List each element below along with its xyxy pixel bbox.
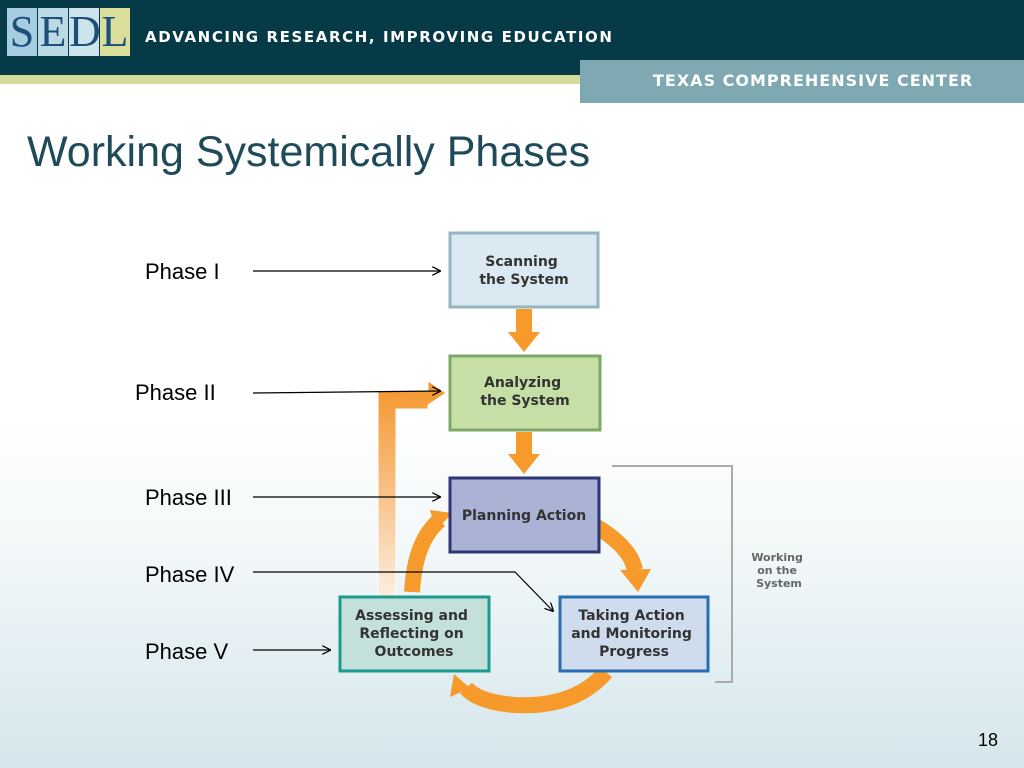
page-number: 18: [978, 730, 999, 750]
sedl-logo: S E D L: [7, 8, 131, 56]
taking-label-line-2: and Monitoring: [571, 626, 692, 642]
assessing-label-line-3: Outcomes: [375, 644, 454, 660]
scanning-label-line-1: Scanning: [485, 254, 558, 270]
down-arrow-scanning-analyzing: [508, 309, 540, 352]
phase-label-3: Phase III: [145, 485, 232, 510]
bracket-label-line-2: on the: [757, 564, 797, 577]
scanning-box-label: Scanning the System: [479, 254, 568, 288]
scanning-label-line-2: the System: [479, 272, 568, 288]
taking-action-box-label: Taking Action and Monitoring Progress: [571, 608, 697, 660]
cycle-arrow-planning-taking-head: [620, 569, 651, 592]
bracket-label-line-1: Working: [751, 551, 803, 564]
planning-label-line-1: Planning Action: [462, 508, 586, 524]
assessing-label-line-2: Reflecting on: [359, 626, 463, 642]
phase-label-2: Phase II: [135, 380, 216, 405]
planning-box-label: Planning Action: [462, 508, 586, 524]
analyzing-box-label: Analyzing the System: [480, 375, 569, 409]
center-name: TEXAS COMPREHENSIVE CENTER: [653, 71, 974, 90]
analyzing-label-line-2: the System: [480, 393, 569, 409]
assessing-box: [338, 595, 491, 673]
phase2-pointer-arrow: [252, 391, 440, 393]
working-on-system-bracket: [612, 465, 733, 683]
center-band: [580, 60, 1024, 103]
assessing-label-line-1: Assessing and: [355, 608, 468, 624]
phase-label-5: Phase V: [145, 639, 229, 664]
logo-letter-l: L: [100, 7, 130, 56]
taking-action-box: [558, 595, 710, 673]
cycle-arrow-assessing-planning-head: [430, 510, 452, 531]
phase4-pointer-arrow: [253, 571, 553, 611]
analyzing-label-line-1: Analyzing: [484, 375, 561, 391]
header-tagline: ADVANCING RESEARCH, IMPROVING EDUCATION: [145, 28, 614, 46]
logo-letter-s: S: [7, 8, 37, 56]
analyzing-box: [448, 354, 602, 432]
logo-letter-e: E: [38, 7, 68, 56]
cycle-arrow-taking-assessing-head: [450, 674, 470, 697]
header-stripe: [0, 75, 580, 84]
phase-label-1: Phase I: [145, 259, 220, 284]
cycle-arrow-assessing-planning: [404, 513, 446, 593]
down-arrow-analyzing-planning: [508, 432, 540, 474]
assessing-box-label: Assessing and Reflecting on Outcomes: [355, 608, 473, 660]
phase-label-4: Phase IV: [145, 562, 235, 587]
cycle-arrow-taking-assessing: [459, 666, 613, 714]
taking-label-line-3: Progress: [599, 644, 669, 660]
scanning-box: [448, 231, 600, 309]
taking-label-line-1: Taking Action: [578, 608, 684, 624]
logo-letter-d: D: [69, 7, 101, 56]
planning-box: [448, 476, 601, 554]
bracket-label: Working on the System: [751, 551, 806, 590]
slide-title: Working Systemically Phases: [27, 128, 591, 176]
bracket-label-line-3: System: [756, 577, 802, 590]
